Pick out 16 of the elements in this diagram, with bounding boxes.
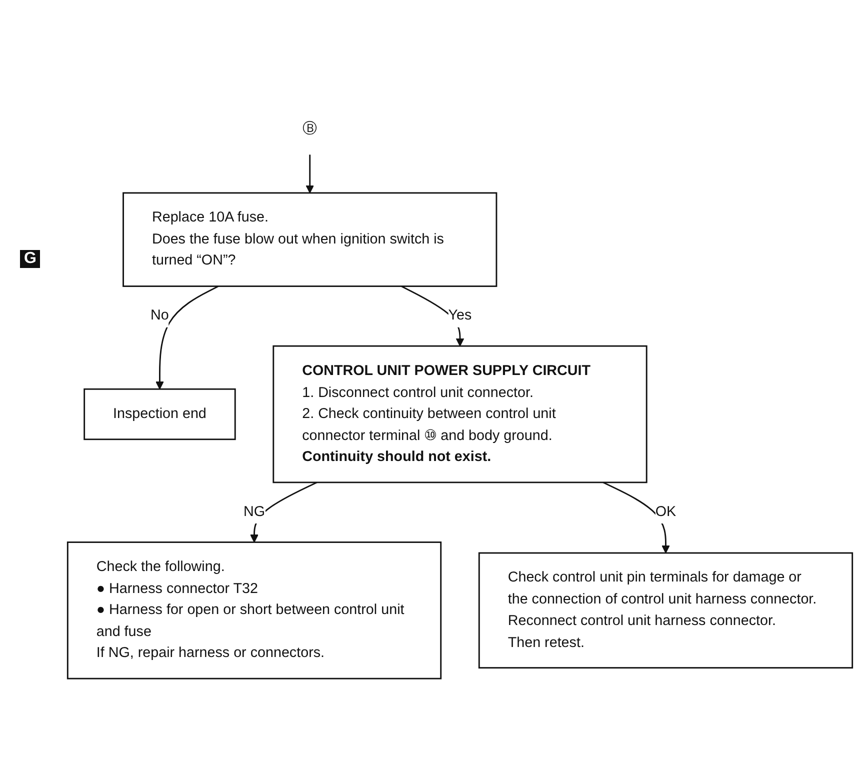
arrow — [306, 154, 314, 194]
arrow — [156, 286, 219, 390]
node-box: Replace 10A fuse. Does the fuse blow out when ignition switch is turned “ON”? — [122, 192, 498, 287]
edge-label: NG — [243, 503, 266, 520]
edge-label: Yes — [448, 307, 472, 324]
section-marker: G — [20, 250, 40, 268]
node-box: Check control unit pin terminals for damage or the connection of control unit harness connector. Reconnect control unit harness connector. Then retest. — [478, 552, 854, 669]
arrow — [602, 482, 670, 554]
node-box: CONTROL UNIT POWER SUPPLY CIRCUIT 1. Disconnect control unit connector. 2. Check continuity between control unit connector terminal ⑩ and body ground. Continuity should not exist. — [272, 345, 648, 484]
arrow — [250, 482, 318, 543]
node-box: Inspection end — [84, 388, 236, 440]
node-box: Check the following. ● Harness connector T32 ● Harness for open or short between control unit and fuse If NG, repair harness or connectors. — [66, 542, 442, 680]
arrow — [401, 286, 464, 346]
node-text: Ⓑ — [302, 120, 318, 137]
edge-label: No — [150, 307, 169, 324]
edge-label: OK — [655, 503, 676, 520]
